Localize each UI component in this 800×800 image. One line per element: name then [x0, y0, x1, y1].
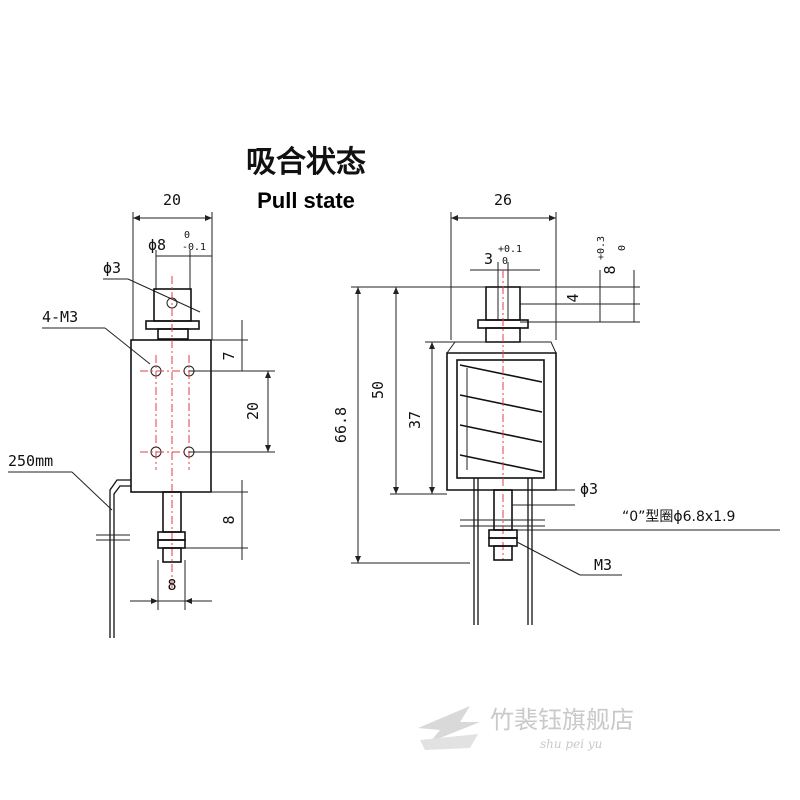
- watermark-english: shu pei yu: [540, 737, 602, 751]
- left-dim-shaft-tol-upper: 0: [184, 230, 190, 241]
- left-label-threads: 4-M3: [42, 308, 78, 326]
- left-dim-hole-spacing: 20: [244, 402, 262, 420]
- left-dim-shaft-tol-lower: -0.1: [182, 242, 206, 253]
- right-dim-right-top: 8: [601, 265, 619, 274]
- right-dim-slot-tol-upper: +0.1: [498, 244, 522, 255]
- right-dim-slot: 3: [484, 250, 493, 268]
- right-dim-total-height: 66.8: [332, 407, 350, 443]
- left-label-wire-length: 250mm: [8, 452, 53, 470]
- left-dim-width: 20: [163, 191, 181, 209]
- left-dim-shaft-dia: ϕ8: [148, 236, 166, 254]
- watermark-logo-icon: [418, 706, 480, 750]
- title-english: Pull state: [257, 188, 355, 213]
- right-dim-right-tol-upper: +0.3: [596, 236, 607, 260]
- right-dim-slot-depth: 4: [564, 293, 582, 302]
- right-dim-body-height: 50: [369, 381, 387, 399]
- title-chinese: 吸合状态: [246, 145, 366, 180]
- right-dim-right-tol-lower: 0: [617, 245, 628, 251]
- right-dim-width: 26: [494, 191, 512, 209]
- right-label-thread: M3: [594, 556, 612, 574]
- left-dim-bottom-width: 8: [167, 576, 176, 594]
- right-dim-slot-tol-lower: 0: [502, 256, 508, 267]
- left-dim-hole: ϕ3: [103, 259, 121, 277]
- right-dim-bottom-hole: ϕ3: [580, 480, 598, 498]
- right-dim-coil-height: 37: [406, 411, 424, 429]
- left-dim-screw-length: 8: [220, 515, 238, 524]
- right-solenoid-view: 26 3 +0.1 0 8 +0.3 0 4: [332, 191, 780, 625]
- watermark: 竹裴钰旗舰店 shu pei yu: [418, 706, 634, 751]
- watermark-chinese: 竹裴钰旗舰店: [490, 706, 634, 734]
- left-solenoid-view: 20 ϕ8 0 -0.1 ϕ3 4-M3: [8, 191, 275, 638]
- left-dim-hole-offset: 7: [220, 351, 238, 360]
- right-label-oring: “0”型圈ϕ6.8x1.9: [622, 509, 735, 525]
